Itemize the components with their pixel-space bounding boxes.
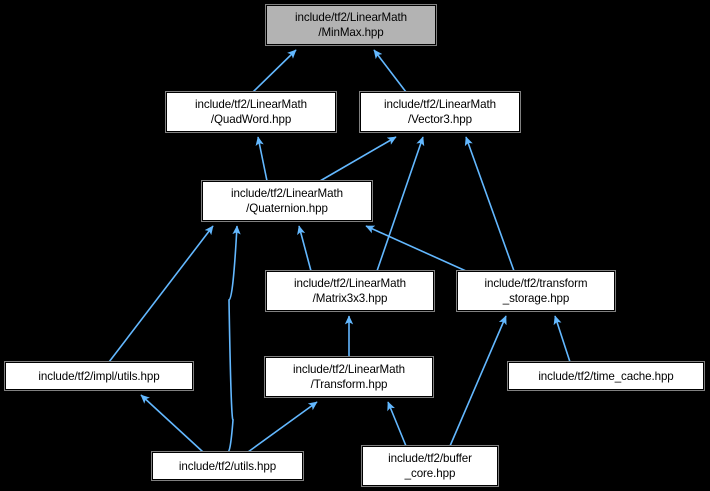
node-label-time_cache: include/tf2/time_cache.hpp [538, 369, 674, 383]
node-utils[interactable]: include/tf2/utils.hpp [151, 451, 304, 481]
node-quadword[interactable]: include/tf2/LinearMath /QuadWord.hpp [165, 91, 337, 133]
node-minmax[interactable]: include/tf2/LinearMath /MinMax.hpp [265, 4, 437, 46]
edge-impl_utils-to-quaternion [108, 225, 214, 363]
node-transform_storage[interactable]: include/tf2/transform _storage.hpp [456, 270, 616, 312]
edge-vector3-to-minmax [373, 49, 407, 93]
node-label-impl_utils: include/tf2/impl/utils.hpp [38, 369, 160, 383]
edge-time_cache-to-transform_storage [553, 315, 571, 363]
edge-utils-to-impl_utils [140, 394, 204, 453]
edge-quaternion-to-vector3 [319, 136, 397, 182]
node-label-quadword: include/tf2/LinearMath /QuadWord.hpp [195, 98, 307, 126]
node-label-utils: include/tf2/utils.hpp [178, 459, 277, 473]
node-time_cache[interactable]: include/tf2/time_cache.hpp [507, 361, 705, 391]
node-matrix3x3[interactable]: include/tf2/LinearMath /Matrix3x3.hpp [265, 270, 435, 312]
edge-utils-to-quaternion [227, 225, 241, 453]
node-label-transform: include/tf2/LinearMath /Transform.hpp [293, 363, 405, 391]
edge-matrix3x3-to-quaternion [297, 225, 312, 272]
node-label-vector3: include/tf2/LinearMath /Vector3.hpp [384, 98, 496, 126]
node-label-transform_storage: include/tf2/transform _storage.hpp [484, 277, 588, 305]
node-vector3[interactable]: include/tf2/LinearMath /Vector3.hpp [359, 91, 521, 133]
edge-transform_storage-to-vector3 [464, 136, 515, 272]
node-impl_utils[interactable]: include/tf2/impl/utils.hpp [4, 361, 194, 391]
node-label-buffer_core: include/tf2/buffer _core.hpp [388, 452, 472, 480]
node-quaternion[interactable]: include/tf2/LinearMath /Quaternion.hpp [201, 180, 373, 222]
edge-quaternion-to-quadword [255, 136, 268, 182]
node-label-minmax: include/tf2/LinearMath /MinMax.hpp [295, 11, 407, 39]
edge-buffer_core-to-transform [387, 401, 407, 447]
node-label-quaternion: include/tf2/LinearMath /Quaternion.hpp [231, 187, 343, 215]
edge-quadword-to-minmax [252, 49, 297, 93]
edge-utils-to-transform [247, 401, 318, 453]
edge-transform_storage-to-quaternion [365, 225, 467, 272]
node-label-matrix3x3: include/tf2/LinearMath /Matrix3x3.hpp [294, 277, 406, 305]
edge-layer [108, 49, 571, 453]
edge-buffer_core-to-transform_storage [449, 315, 507, 447]
node-buffer_core[interactable]: include/tf2/buffer _core.hpp [361, 445, 499, 487]
edge-matrix3x3-to-vector3 [376, 136, 425, 272]
node-transform[interactable]: include/tf2/LinearMath /Transform.hpp [264, 356, 434, 398]
